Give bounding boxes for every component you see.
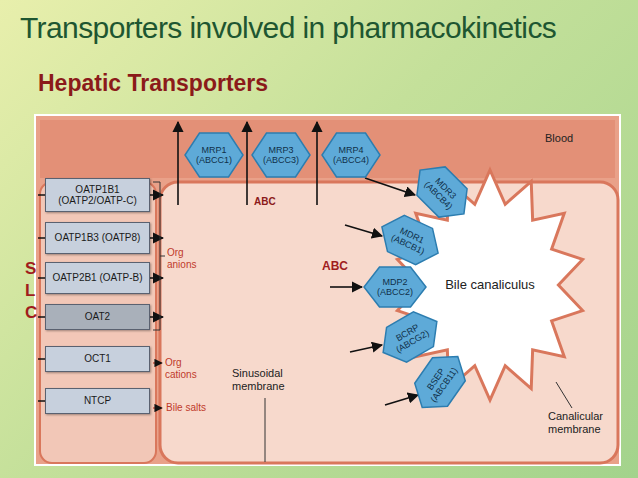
- abc-transporter: MDP2 (ABCC2): [364, 267, 426, 307]
- sinusoidal-cell-edge: [40, 182, 156, 463]
- slc-transporter: OAT2: [45, 304, 150, 330]
- node-label: MRP3 (ABCC3): [260, 145, 302, 166]
- substrate-label: Org anions: [167, 247, 212, 270]
- abc-transporter: MRP1 (ABCC1): [185, 133, 243, 177]
- slc-transporter: OATP1B3 (OATP8): [45, 222, 150, 254]
- substrate-label: Org cations: [165, 357, 207, 380]
- slc-transporter: OATP2B1 (OATP-B): [45, 262, 150, 294]
- slc-transporter: OCT1: [45, 346, 150, 372]
- abc-transporter: MRP3 (ABCC3): [252, 133, 310, 177]
- anion-bracket: [153, 182, 165, 330]
- label-arrows: [153, 363, 162, 408]
- group-label: ABC: [254, 196, 294, 208]
- membrane-label: Canalicular membrane: [548, 410, 618, 435]
- slc-transporter: OATP1B1 (OATP2/OATP-C): [45, 178, 150, 212]
- hexagon-shape: [322, 133, 380, 177]
- node-label: MRP1 (ABCC1): [193, 145, 235, 166]
- membrane-label: Sinusoidal membrane: [232, 367, 310, 392]
- group-label: S L C: [25, 258, 39, 324]
- node-label: OATP2B1 (OATP-B): [52, 272, 142, 284]
- node-label: OATP1B1 (OATP2/OATP-C): [50, 184, 145, 207]
- slide-title: Transporters involved in pharmacokinetic…: [20, 10, 635, 46]
- node-label: Bile canaliculus: [445, 278, 535, 293]
- hexagon-shape: [185, 133, 243, 177]
- region-label: Blood: [545, 132, 605, 145]
- image-frame: [35, 115, 620, 465]
- node-label: NTCP: [84, 395, 111, 407]
- slc-transporter: NTCP: [45, 388, 150, 414]
- node-label: OCT1: [84, 353, 111, 365]
- leader-line: [556, 382, 572, 408]
- subtitle: Hepatic Transporters: [38, 70, 438, 96]
- node-label: MRP4 (ABCC4): [330, 145, 372, 166]
- node-label: OATP1B3 (OATP8): [55, 232, 141, 244]
- leader-line: [265, 398, 266, 462]
- group-label: ABC: [322, 260, 362, 274]
- blood-space: [40, 120, 615, 178]
- abc-transporter: MRP4 (ABCC4): [322, 133, 380, 177]
- node-label: OAT2: [85, 311, 110, 323]
- hexagon-shape: [252, 133, 310, 177]
- node-label: MDP2 (ABCC2): [372, 277, 418, 298]
- substrate-label: Bile salts: [166, 402, 226, 414]
- transport-arrows: [38, 122, 418, 405]
- canaliculus-shape: [397, 170, 582, 400]
